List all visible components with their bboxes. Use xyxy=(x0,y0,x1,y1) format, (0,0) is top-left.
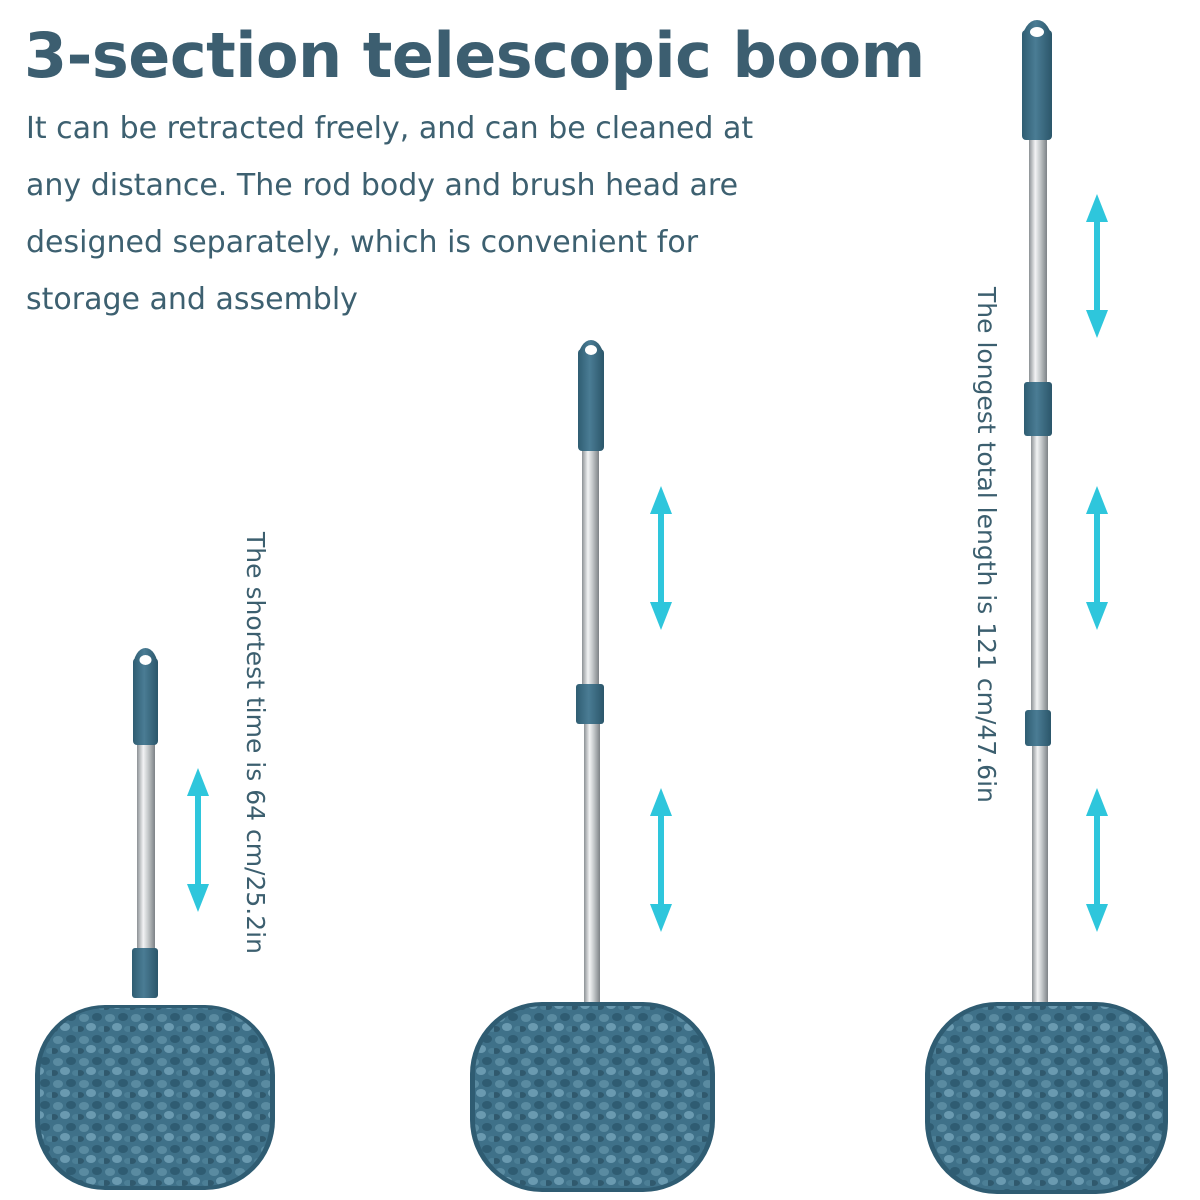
extend-arrow-icon xyxy=(1086,486,1108,630)
chenille-brush-head xyxy=(35,1005,275,1190)
shortest-length-label: The shortest time is 64 cm/25.2in xyxy=(241,532,270,954)
hanging-hole xyxy=(585,345,597,355)
steel-rod-upper xyxy=(582,448,599,693)
hanging-hole xyxy=(1030,27,1044,37)
extend-arrow-icon xyxy=(650,788,672,932)
hanging-hole xyxy=(139,655,152,665)
handle-grip xyxy=(133,658,158,745)
product-description: It can be retracted freely, and can be c… xyxy=(26,111,754,317)
steel-rod-middle xyxy=(1031,432,1048,717)
extend-arrow-icon xyxy=(1086,194,1108,338)
handle-grip xyxy=(1022,30,1052,140)
steel-rod xyxy=(137,735,155,960)
steel-rod-upper xyxy=(1029,135,1047,390)
chenille-brush-head xyxy=(470,1002,715,1192)
steel-rod-lower xyxy=(1032,742,1048,1007)
extend-arrow-icon xyxy=(187,768,209,912)
rod-collar xyxy=(132,948,158,998)
rod-collar xyxy=(1025,710,1051,746)
chenille-brush-head xyxy=(925,1002,1168,1194)
rod-collar xyxy=(1024,382,1052,436)
mop-medium xyxy=(470,340,715,1192)
extend-arrow-icon xyxy=(650,486,672,630)
handle-grip xyxy=(578,349,604,451)
mop-longest xyxy=(925,20,1168,1194)
mop-shortest xyxy=(35,648,275,1190)
page-title: 3-section telescopic boom xyxy=(24,19,925,92)
rod-collar xyxy=(576,684,604,724)
longest-length-label: The longest total length is 121 cm/47.6i… xyxy=(972,287,1001,803)
extend-arrow-icon xyxy=(1086,788,1108,932)
steel-rod-lower xyxy=(584,722,600,1007)
